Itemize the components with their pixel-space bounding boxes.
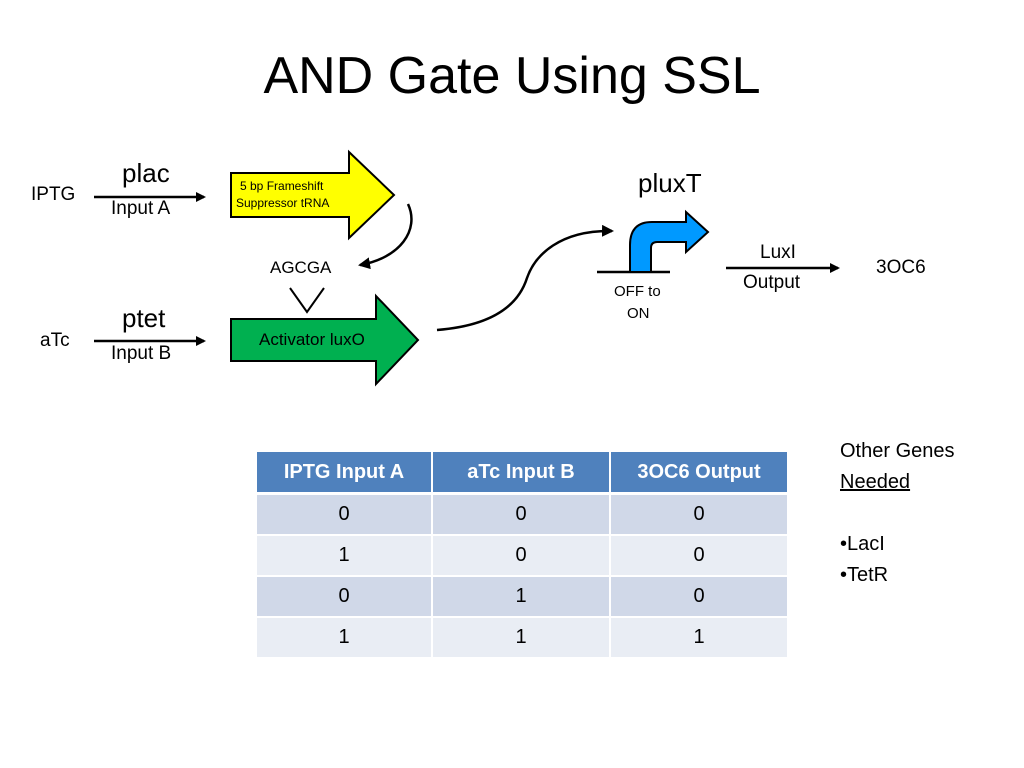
table-cell: 1	[257, 618, 433, 659]
activator-gene-arrow	[230, 293, 420, 387]
table-row: 0 0 0	[257, 495, 787, 536]
truth-table: IPTG Input A aTc Input B 3OC6 Output 0 0…	[257, 452, 787, 659]
table-cell: 1	[257, 536, 433, 577]
input-a-label: Input A	[111, 198, 171, 219]
table-cell: 0	[257, 577, 433, 618]
atc-label: aTc	[40, 330, 70, 351]
table-row: 1 0 0	[257, 536, 787, 577]
pluxt-label: pluxT	[638, 168, 702, 198]
other-genes-heading-line2: Needed	[840, 471, 911, 493]
table-cell: 0	[257, 495, 433, 536]
activator-to-promoter-arrow	[436, 224, 614, 332]
codon-insertion-marker	[289, 287, 325, 314]
luxi-label: LuxI	[760, 242, 796, 263]
input-b-label: Input B	[111, 343, 172, 364]
table-row: 0 1 0	[257, 577, 787, 618]
trna-to-codon-arrow	[358, 203, 413, 270]
ptet-label: ptet	[122, 303, 166, 333]
other-genes-heading-line1: Other Genes	[840, 440, 955, 462]
other-gene-item: •LacI	[840, 533, 885, 555]
iptg-label: IPTG	[31, 184, 76, 205]
table-cell: 0	[433, 495, 611, 536]
table-cell: 0	[611, 495, 787, 536]
activator-gene-label: Activator luxO	[259, 330, 365, 349]
table-row: 1 1 1	[257, 618, 787, 659]
table-cell: 1	[433, 577, 611, 618]
trna-gene-arrow	[230, 149, 396, 241]
table-header-row: IPTG Input A aTc Input B 3OC6 Output	[257, 452, 787, 495]
slide-title: AND Gate Using SSL	[263, 47, 761, 105]
table-cell: 1	[433, 618, 611, 659]
header-atc-input-b: aTc Input B	[433, 452, 611, 495]
other-gene-item: •TetR	[840, 564, 889, 586]
promoter-state-line2: ON	[627, 305, 650, 322]
promoter-state-line1: OFF to	[614, 283, 661, 300]
table-cell: 1	[611, 618, 787, 659]
plac-label: plac	[122, 158, 170, 188]
table-cell: 0	[611, 536, 787, 577]
table-cell: 0	[433, 536, 611, 577]
trna-gene-label-line1: 5 bp Frameshift	[240, 179, 324, 193]
promoter-arrow	[629, 209, 710, 273]
codon-label: AGCGA	[270, 258, 332, 277]
table-cell: 0	[611, 577, 787, 618]
product-label: 3OC6	[876, 257, 926, 278]
header-iptg-input-a: IPTG Input A	[257, 452, 433, 495]
trna-gene-label-line2: Suppressor tRNA	[236, 196, 330, 210]
header-3oc6-output: 3OC6 Output	[611, 452, 787, 495]
output-label: Output	[743, 272, 801, 293]
